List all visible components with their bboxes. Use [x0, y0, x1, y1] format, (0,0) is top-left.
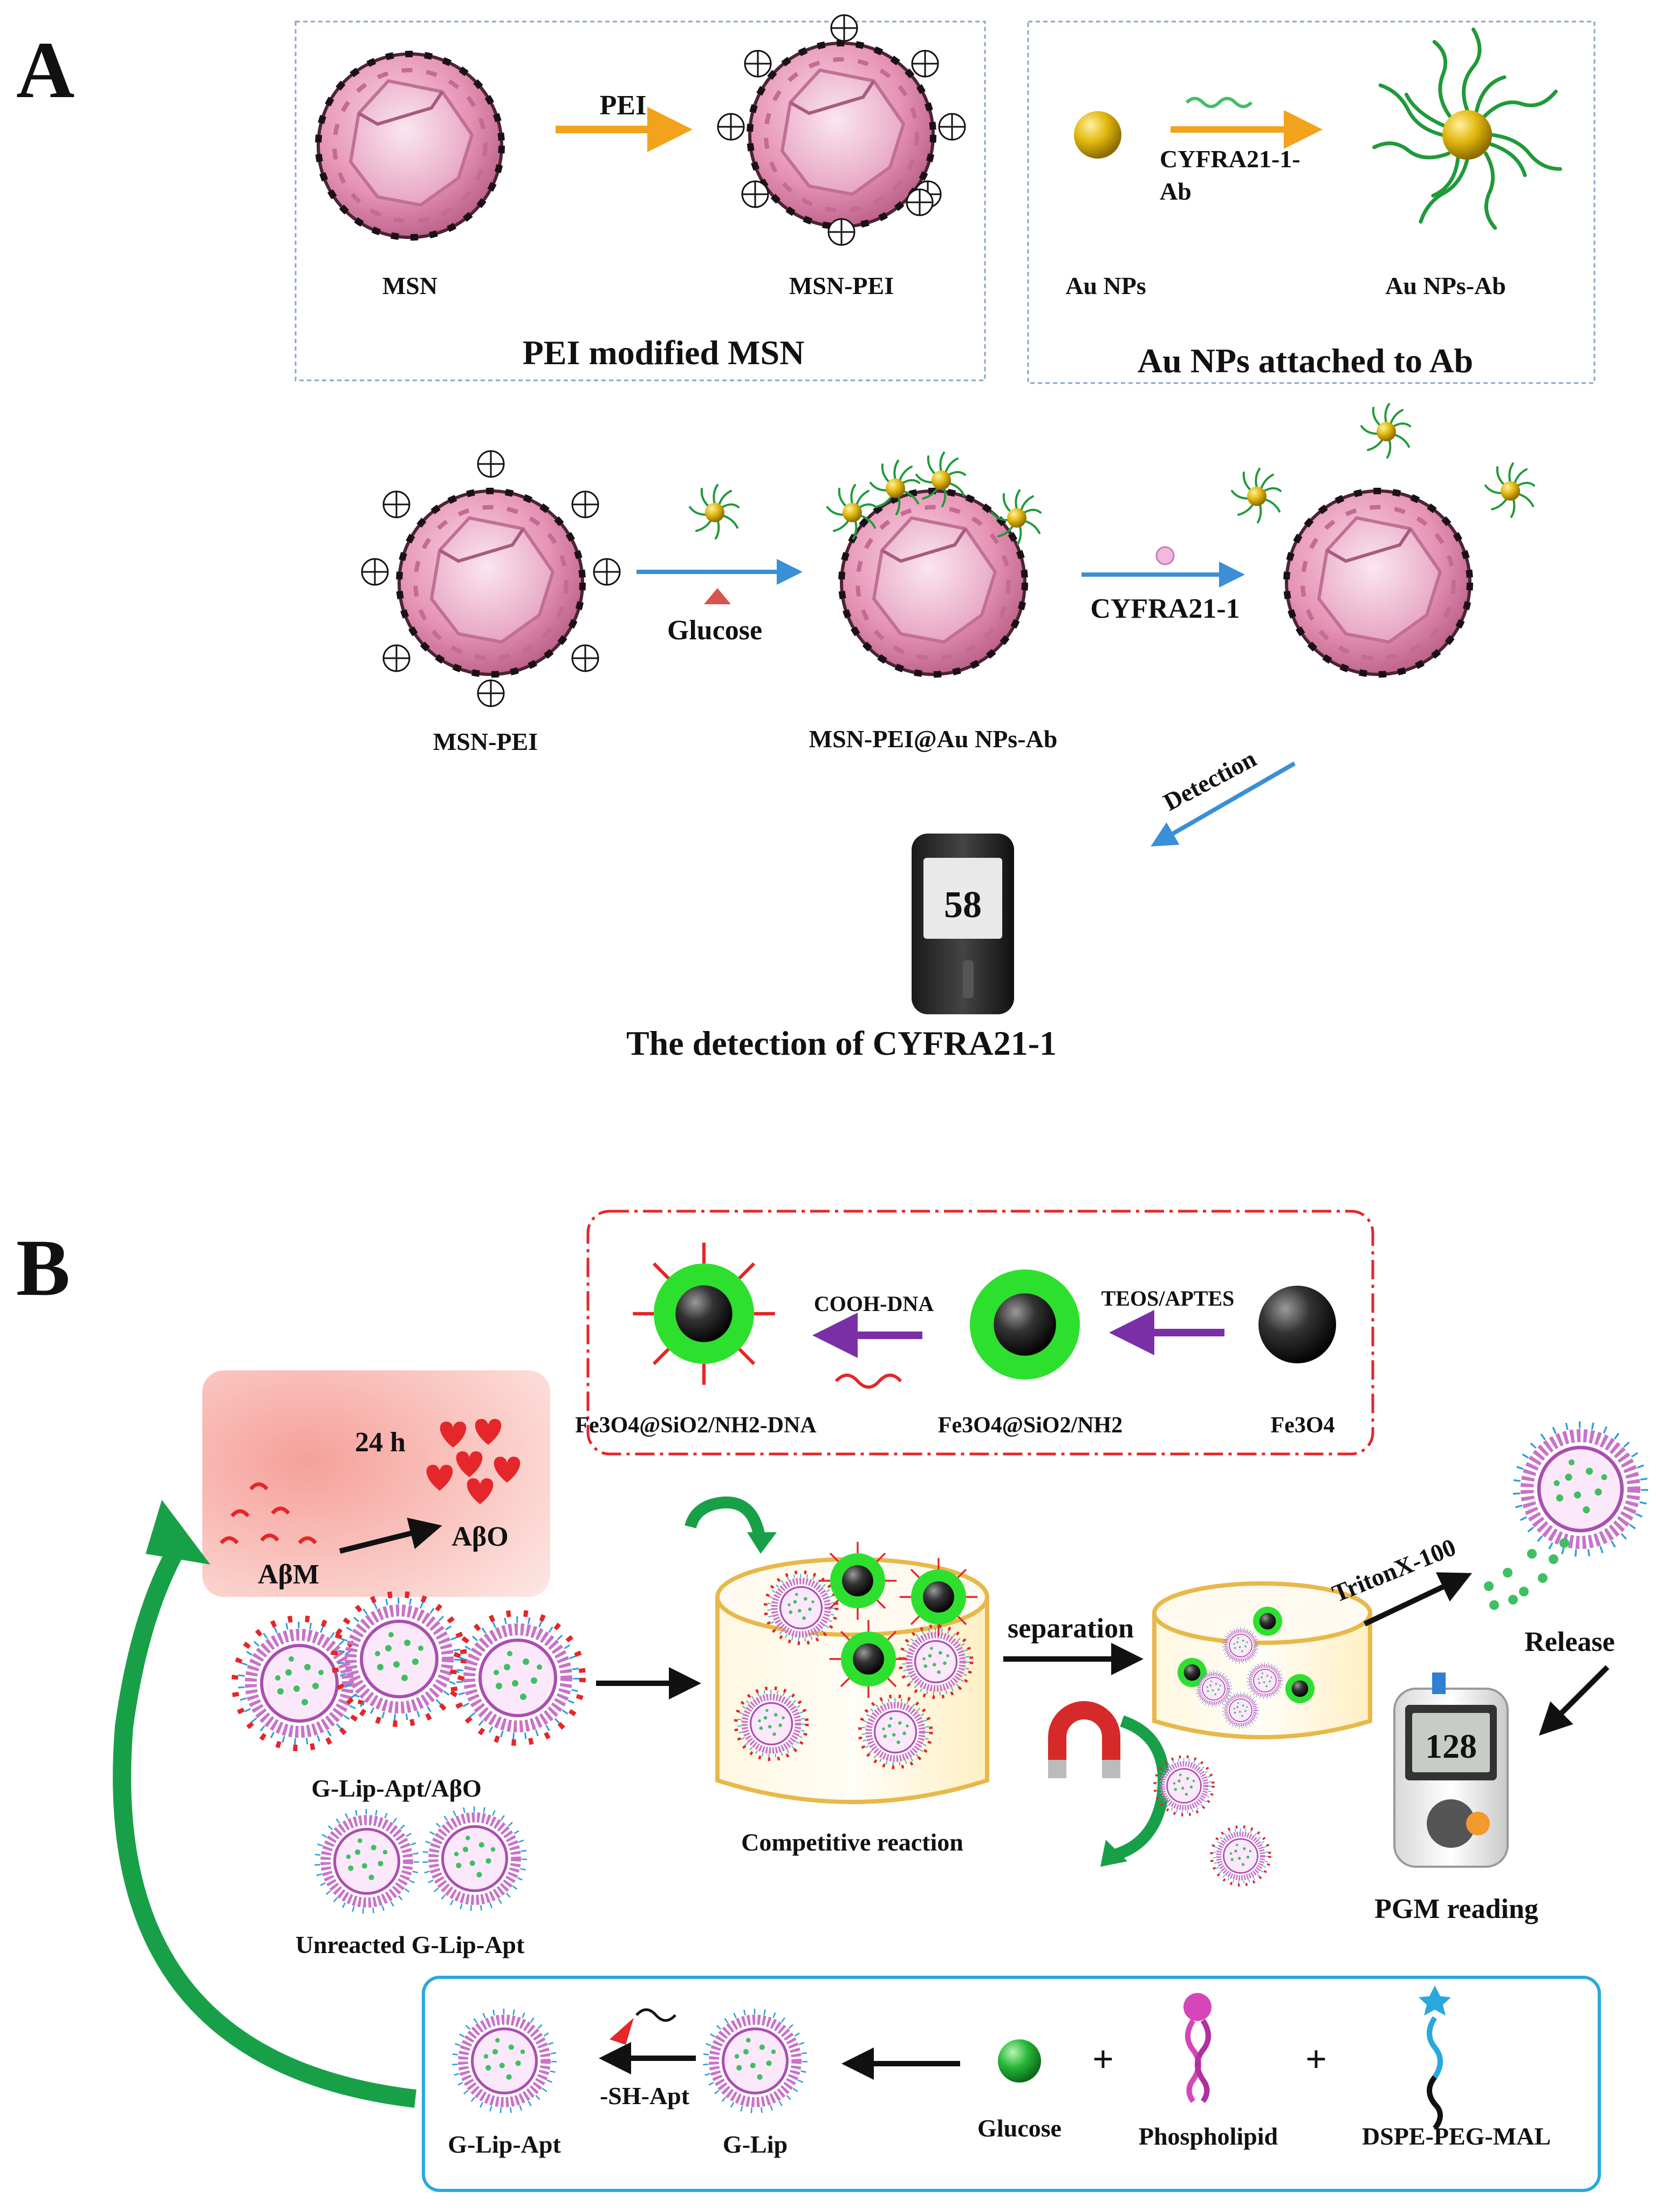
msn-particle: [318, 54, 502, 237]
fe3o4-sio2-particle: [970, 1269, 1080, 1380]
pgm-label: PGM reading: [1374, 1894, 1538, 1924]
plus-2: +: [1305, 2039, 1327, 2080]
sh-apt-tip-icon: [610, 2018, 634, 2045]
red-synthesis-box: [586, 1210, 1374, 1456]
abeta-monomers: [220, 1482, 317, 1545]
abeta-m-label: AβM: [258, 1559, 319, 1590]
fe3o4-label: Fe3O4: [1271, 1413, 1335, 1438]
fe3o4-sio2-dna-label: Fe3O4@SiO2/NH2-DNA: [575, 1413, 817, 1438]
detection-arrow: [1151, 761, 1296, 846]
glucose-label: Glucose: [667, 615, 762, 646]
triton-arrow: [1363, 1572, 1473, 1627]
release-arrow: [1538, 1665, 1610, 1736]
big-cycle-arrow: [113, 1533, 417, 2108]
time-label: 24 h: [355, 1427, 406, 1458]
glucose-icon: [704, 588, 731, 604]
phospholipid-label: Phospholipid: [1139, 2122, 1278, 2150]
wash-arrow: [1110, 1715, 1170, 1862]
washed-liposomes: [1155, 1757, 1270, 1885]
wash-arrowhead: [1100, 1840, 1127, 1867]
plus-1: +: [1092, 2039, 1114, 2080]
sh-apt-icon: [635, 2008, 676, 2022]
teos-label: TEOS/APTES: [1101, 1286, 1235, 1310]
glip-apt-liposome: [455, 2011, 554, 2111]
glip-apt-abo-liposomes: [235, 1594, 583, 1748]
glucose-b-label: Glucose: [977, 2114, 1062, 2142]
oligomer-arrow: [339, 1518, 442, 1554]
triton-label: TritonX-100: [1328, 1533, 1459, 1608]
lysed-liposome: [1516, 1425, 1645, 1553]
au-nps-label: Au NPs: [1065, 272, 1146, 299]
msn-pei-au-label: MSN-PEI@Au NPs-Ab: [809, 725, 1058, 753]
msn-pei-label: MSN-PEI: [789, 272, 894, 299]
sh-apt-label: -SH-Apt: [600, 2082, 690, 2109]
unreacted-liposomes: [317, 1809, 524, 1911]
big-cycle-arrowhead: [146, 1500, 210, 1565]
separated-cup: [1152, 1581, 1372, 1739]
panel-b-letter: B: [16, 1223, 70, 1313]
reaction-cup: [715, 1542, 989, 1804]
glucose-ball-icon: [998, 2039, 1041, 2083]
liposome-prep-box: [422, 1976, 1601, 2192]
flow-msn-pei-label: MSN-PEI: [433, 728, 538, 755]
flow-msn-pei: [399, 491, 583, 674]
fe3o4-sio2-label: Fe3O4@SiO2/NH2: [938, 1413, 1123, 1438]
detection-label: Detection: [1159, 745, 1261, 816]
au-ab-box: [1027, 21, 1596, 384]
glip-apt-label: G-Lip-Apt: [448, 2131, 561, 2158]
glucose-meter-b: [1393, 1672, 1509, 1868]
unreacted-label: Unreacted G-Lip-Apt: [296, 1931, 525, 1958]
flow-au-ab-icon: [689, 484, 740, 540]
dna-strand-icon: [834, 1374, 902, 1389]
cyfra-ab-label-2: Ab: [1160, 177, 1192, 205]
au-ab-conjugate: [1374, 30, 1561, 228]
box2-title: Au NPs attached to Ab: [1138, 342, 1473, 380]
pei-msn-box: [295, 21, 986, 381]
dspe-peg-mal-icon: [1419, 1985, 1451, 2131]
au-nanoparticle: [1074, 111, 1121, 159]
flow-msn-released: [1286, 491, 1470, 674]
magnet-icon: [1048, 1701, 1120, 1778]
au-nps-ab-label: Au NPs-Ab: [1385, 272, 1506, 299]
abeta-o-label: AβO: [451, 1521, 508, 1552]
competitive-label: Competitive reaction: [741, 1828, 963, 1856]
glip-apt-abo-label: G-Lip-Apt/AβO: [311, 1774, 482, 1802]
dspe-label: DSPE-PEG-MAL: [1362, 2122, 1551, 2150]
meter-a-reading: 58: [944, 884, 982, 926]
pei-label: PEI: [600, 90, 647, 121]
msn-pei-particle: [750, 43, 933, 227]
separation-label: separation: [1008, 1613, 1134, 1644]
feedback-arrowhead-top: [747, 1532, 777, 1554]
antibody-icon: [1185, 97, 1253, 108]
glip-liposome: [706, 2011, 805, 2111]
cyfra-label: CYFRA21-1: [1090, 593, 1240, 624]
release-label: Release: [1524, 1627, 1614, 1657]
fe3o4-particle: [1258, 1286, 1336, 1363]
box1-title: PEI modified MSN: [523, 333, 805, 372]
cyfra-ab-label-1: CYFRA21-1-: [1160, 145, 1301, 173]
glucose-meter-a: [912, 834, 1014, 1014]
meter-b-reading: 128: [1425, 1727, 1477, 1765]
cooh-dna-label: COOH-DNA: [814, 1292, 934, 1316]
feedback-arrow-top: [685, 1496, 766, 1544]
detection-caption: The detection of CYFRA21-1: [626, 1024, 1057, 1062]
panel-a-letter: A: [16, 25, 74, 115]
glip-label: G-Lip: [723, 2131, 788, 2158]
msn-label: MSN: [382, 272, 437, 299]
cyfra-marker-icon: [1155, 546, 1175, 565]
phospholipid-icon: [1183, 1993, 1212, 2103]
fe3o4-sio2-dna-particle: [633, 1242, 775, 1385]
released-glucose-dots: [1484, 1538, 1569, 1610]
